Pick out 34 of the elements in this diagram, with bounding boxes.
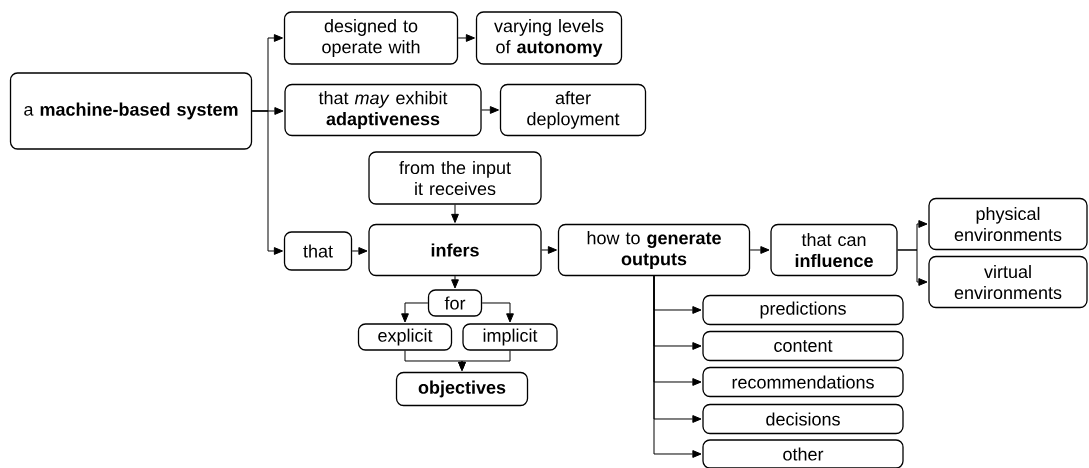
arrow [451, 204, 459, 223]
concept-box: predictions [702, 294, 904, 326]
concept-box: from the input it receives [368, 151, 542, 205]
arrow [541, 246, 557, 254]
arrow [653, 275, 702, 458]
arrow [458, 350, 511, 371]
concept-box: decisions [702, 403, 904, 435]
concept-box: infers [368, 223, 542, 277]
arrow [401, 302, 429, 323]
arrow [749, 246, 770, 254]
concept-box: how to generate outputs [557, 223, 751, 277]
arrow [897, 249, 928, 286]
concept-box: for [427, 289, 483, 317]
arrow [251, 110, 283, 255]
arrow [351, 247, 368, 255]
concept-box: objectives [395, 371, 529, 407]
concept-box: a machine-based system [9, 72, 253, 150]
concept-box: virtual environments [928, 255, 1088, 309]
arrow [451, 275, 459, 289]
arrow [481, 302, 514, 323]
concept-box: that [283, 231, 353, 271]
concept-box: physical environments [928, 197, 1088, 251]
concept-box: designed to operate with [283, 11, 459, 65]
concept-box: content [702, 330, 904, 362]
concept-box: that can influence [770, 223, 898, 277]
concept-box: explicit [357, 323, 453, 351]
concept-box: varying levels of autonomy [475, 11, 623, 65]
concept-box: implicit [462, 323, 558, 351]
concept-box: recommendations [702, 366, 904, 398]
arrow [457, 34, 475, 42]
concept-box: after deployment [499, 83, 647, 137]
arrow [481, 106, 499, 114]
concept-box: that may exhibit adaptiveness [284, 83, 482, 137]
concept-box: other [702, 439, 904, 468]
